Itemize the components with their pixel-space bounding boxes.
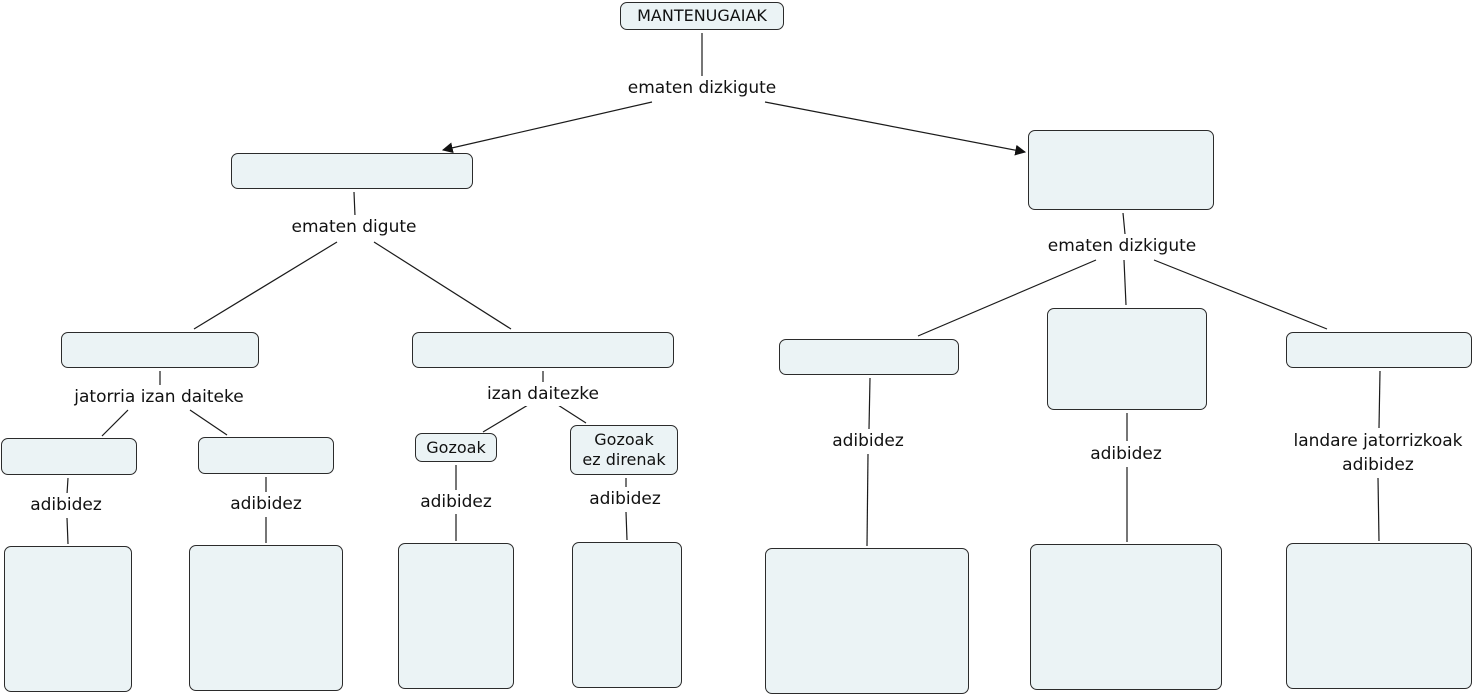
connector-line	[101, 409, 129, 437]
connector-line	[625, 511, 628, 541]
link-label-lk-l2a: jatorria izan daiteke	[71, 385, 247, 409]
connector-line	[373, 241, 512, 330]
link-label-lk-l3a: adibidez	[27, 493, 105, 517]
concept-node-root[interactable]: MANTENUGAIAK	[620, 2, 784, 30]
concept-node-l4f[interactable]	[1030, 544, 1222, 690]
connector-line	[557, 404, 587, 424]
concept-node-l2e[interactable]	[1286, 332, 1472, 368]
connector-line	[193, 241, 338, 330]
connector-line	[868, 377, 871, 430]
concept-node-l2d[interactable]	[1047, 308, 1207, 410]
arrow-connector	[764, 101, 1027, 156]
concept-node-l2a[interactable]	[61, 332, 259, 368]
concept-node-text: Gozoak	[426, 437, 486, 457]
connector-line	[866, 453, 869, 547]
connector-line	[482, 404, 529, 433]
concept-node-l4d[interactable]	[572, 542, 682, 688]
arrow-connector	[441, 101, 653, 154]
concept-node-l2b[interactable]	[412, 332, 674, 368]
link-label-lk-l3c: adibidez	[417, 490, 495, 514]
concept-node-l1a[interactable]	[231, 153, 473, 189]
link-label-lk-l1a: ematen digute	[288, 215, 420, 239]
concept-node-l3c[interactable]: Gozoak	[415, 433, 497, 462]
connector-line	[1153, 259, 1328, 330]
concept-node-l2c[interactable]	[779, 339, 959, 375]
connector-line	[66, 477, 69, 495]
concept-node-l3b[interactable]	[198, 437, 334, 474]
connector-line	[1378, 370, 1381, 429]
link-label-lk-root: ematen dizkigute	[624, 76, 780, 100]
connector-line	[1122, 212, 1126, 235]
link-label-lk-l3d: adibidez	[586, 487, 664, 511]
connector-line	[66, 517, 69, 545]
concept-node-l3a[interactable]	[1, 438, 137, 475]
concept-node-l1b[interactable]	[1028, 130, 1214, 210]
concept-node-l4b[interactable]	[189, 545, 343, 691]
connector-line	[1123, 259, 1127, 306]
link-label-lk-l1b: ematen dizkigute	[1044, 234, 1200, 258]
connector-line	[353, 191, 356, 217]
link-label-lk-l2d: adibidez	[1087, 442, 1165, 466]
concept-node-l4a[interactable]	[4, 546, 132, 692]
connector-line	[1377, 477, 1380, 542]
connector-line	[917, 259, 1097, 337]
link-label-lk-l3b: adibidez	[227, 492, 305, 516]
concept-node-l4g[interactable]	[1286, 543, 1472, 689]
link-label-lk-l2b: izan daitezke	[484, 382, 602, 406]
connector-line	[189, 409, 228, 436]
concept-node-text: MANTENUGAIAK	[637, 6, 767, 25]
concept-node-l4e[interactable]	[765, 548, 969, 694]
concept-node-l4c[interactable]	[398, 543, 514, 689]
link-label-lk-l2c: adibidez	[829, 429, 907, 453]
